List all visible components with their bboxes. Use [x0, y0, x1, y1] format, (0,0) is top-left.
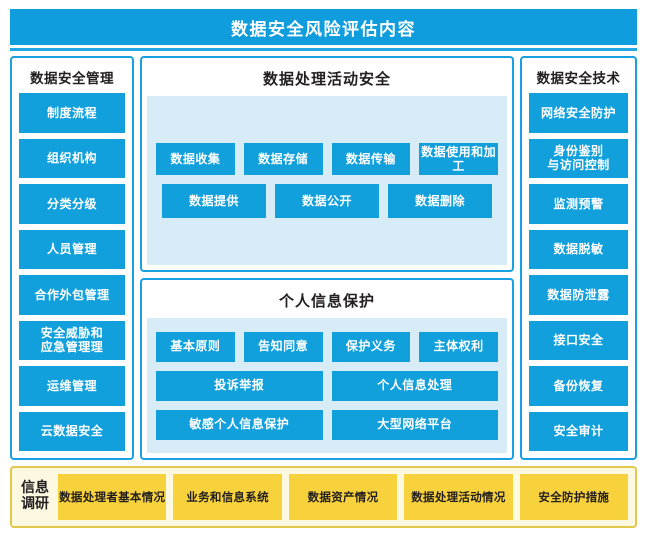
survey-item-business-systems[interactable]: 业务和信息系统	[173, 474, 282, 520]
right-item-data-masking[interactable]: 数据脱敏	[529, 229, 628, 269]
left-item-cloud-data-security[interactable]: 云数据安全	[19, 411, 125, 451]
left-item-system-process[interactable]: 制度流程	[19, 93, 125, 133]
survey-item-processing-activity[interactable]: 数据处理活动情况	[404, 474, 513, 520]
page-title: 数据安全风险评估内容	[231, 19, 416, 40]
center-top-row-1: 数据收集 数据存储 数据传输 数据使用和加工	[156, 143, 498, 175]
left-item-operations[interactable]: 运维管理	[19, 366, 125, 406]
right-item-backup-recovery[interactable]: 备份恢复	[529, 366, 628, 406]
survey-item-data-assets[interactable]: 数据资产情况	[288, 474, 398, 520]
right-panel-heading: 数据安全技术	[536, 71, 621, 87]
bottom-bar-items: 数据处理者基本情况 业务和信息系统 数据资产情况 数据处理活动情况 安全防护措施	[58, 474, 629, 520]
panel-personal-information-protection: 个人信息保护 基本原则 告知同意 保护义务 主体权利 投诉举报 个人信息处理 敏…	[140, 278, 514, 460]
pip-row-2: 投诉举报 个人信息处理	[156, 370, 498, 401]
right-item-identity-access[interactable]: 身份鉴别 与访问控制	[529, 138, 628, 178]
bottom-bar-label: 信息 调研	[21, 480, 49, 512]
center-top-band: 数据收集 数据存储 数据传输 数据使用和加工 数据提供 数据公开 数据删除	[147, 96, 507, 265]
left-panel-heading: 数据安全管理	[30, 71, 114, 87]
left-item-threat-emergency[interactable]: 安全威胁和 应急管理理	[19, 320, 125, 360]
center-bottom-heading: 个人信息保护	[278, 292, 375, 310]
pip-row-1: 基本原则 告知同意 保护义务 主体权利	[156, 331, 498, 362]
left-panel-items: 制度流程 组织机构 分类分级 人员管理 合作外包管理 安全威胁和 应急管理理 运…	[19, 93, 125, 451]
center-top-row-2: 数据提供 数据公开 数据删除	[156, 184, 498, 218]
pip-item-personal-info-handle[interactable]: 个人信息处理	[331, 370, 498, 401]
activity-item-use-process[interactable]: 数据使用和加工	[419, 143, 498, 175]
activity-item-provision[interactable]: 数据提供	[162, 184, 266, 218]
survey-item-protection-measures[interactable]: 安全防护措施	[519, 474, 629, 520]
right-item-monitoring-alert[interactable]: 监测预警	[529, 184, 628, 224]
pip-item-complaints[interactable]: 投诉举报	[156, 370, 323, 401]
right-panel-items: 网络安全防护 身份鉴别 与访问控制 监测预警 数据脱敏 数据防泄露 接口安全 备…	[529, 93, 628, 451]
panel-data-processing-activity-security: 数据处理活动安全 数据收集 数据存储 数据传输 数据使用和加工 数据提供 数据公…	[140, 56, 514, 272]
right-item-leak-prevention[interactable]: 数据防泄露	[529, 275, 628, 315]
pip-item-protection-duty[interactable]: 保护义务	[331, 331, 411, 362]
right-item-network-protection[interactable]: 网络安全防护	[529, 93, 628, 133]
right-item-interface-security[interactable]: 接口安全	[529, 320, 628, 360]
panel-information-survey: 信息 调研 数据处理者基本情况 业务和信息系统 数据资产情况 数据处理活动情况 …	[10, 466, 637, 528]
left-item-organization[interactable]: 组织机构	[19, 138, 125, 178]
activity-item-storage[interactable]: 数据存储	[243, 143, 323, 175]
right-item-security-audit[interactable]: 安全审计	[529, 411, 628, 451]
pip-item-subject-rights[interactable]: 主体权利	[419, 331, 498, 362]
activity-item-deletion[interactable]: 数据删除	[388, 184, 492, 218]
title-underline-divider	[10, 48, 637, 51]
activity-item-collection[interactable]: 数据收集	[156, 143, 235, 175]
pip-item-basic-principles[interactable]: 基本原则	[156, 331, 235, 362]
pip-item-sensitive-info[interactable]: 敏感个人信息保护	[156, 409, 323, 440]
pip-item-informed-consent[interactable]: 告知同意	[243, 331, 323, 362]
pip-item-large-platform[interactable]: 大型网络平台	[331, 409, 498, 440]
left-item-classification[interactable]: 分类分级	[19, 184, 125, 224]
panel-data-security-management: 数据安全管理 制度流程 组织机构 分类分级 人员管理 合作外包管理 安全威胁和 …	[10, 56, 134, 460]
left-item-outsourcing[interactable]: 合作外包管理	[19, 275, 125, 315]
page-title-banner: 数据安全风险评估内容	[10, 9, 637, 45]
panel-data-security-technology: 数据安全技术 网络安全防护 身份鉴别 与访问控制 监测预警 数据脱敏 数据防泄露…	[520, 56, 637, 460]
left-item-personnel-management[interactable]: 人员管理	[19, 229, 125, 269]
survey-item-processor-basics[interactable]: 数据处理者基本情况	[58, 474, 167, 520]
activity-item-transmission[interactable]: 数据传输	[331, 143, 411, 175]
center-top-heading: 数据处理活动安全	[262, 70, 391, 88]
main-columns: 数据安全管理 制度流程 组织机构 分类分级 人员管理 合作外包管理 安全威胁和 …	[10, 56, 637, 460]
pip-row-3: 敏感个人信息保护 大型网络平台	[156, 409, 498, 440]
activity-item-disclosure[interactable]: 数据公开	[275, 184, 379, 218]
center-bottom-band: 基本原则 告知同意 保护义务 主体权利 投诉举报 个人信息处理 敏感个人信息保护…	[147, 318, 507, 453]
center-column: 数据处理活动安全 数据收集 数据存储 数据传输 数据使用和加工 数据提供 数据公…	[140, 56, 514, 460]
